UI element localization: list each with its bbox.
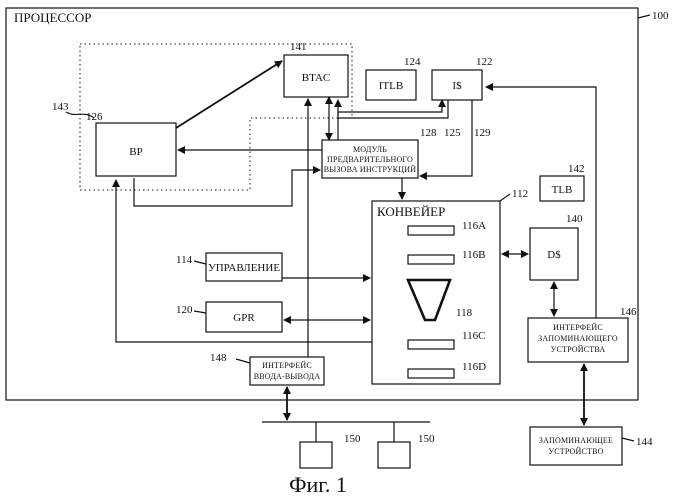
leader-processor xyxy=(638,15,650,18)
ref-pipeline: 112 xyxy=(512,188,528,200)
bp-label: BP xyxy=(129,146,142,158)
mem-iface-line3: УСТРОЙСТВА xyxy=(551,345,606,354)
itlb-label: ITLB xyxy=(379,80,403,92)
prefetch-line3: ВЫЗОВА ИНСТРУКЦИЙ xyxy=(324,165,416,174)
ref-116c: 116C xyxy=(462,330,485,342)
ref-bp: 126 xyxy=(86,111,103,123)
figure-caption: Фиг. 1 xyxy=(289,472,347,497)
processor-title: ПРОЦЕССОР xyxy=(14,10,91,25)
ref-line129: 129 xyxy=(474,127,491,139)
ref-dev2: 150 xyxy=(418,433,435,445)
ref-btac: 141 xyxy=(290,41,307,53)
icache-label: I$ xyxy=(452,80,462,92)
tlb-label: TLB xyxy=(552,184,573,196)
ref-memory: 144 xyxy=(636,436,653,448)
leader-memory xyxy=(622,438,634,441)
ref-processor: 100 xyxy=(652,10,669,22)
ref-mem-iface: 146 xyxy=(620,306,637,318)
ref-dev1: 150 xyxy=(344,433,361,445)
ref-116b: 116B xyxy=(462,249,485,261)
ref-icache: 122 xyxy=(476,56,493,68)
io-iface-line2: ВВОДА-ВЫВОДА xyxy=(254,372,321,381)
ref-118: 118 xyxy=(456,307,473,319)
ref-control: 114 xyxy=(176,254,193,266)
mem-iface-line2: ЗАПОМИНАЮЩЕГО xyxy=(538,334,618,343)
control-label: УПРАВЛЕНИЕ xyxy=(208,262,280,274)
ref-dcache: 140 xyxy=(566,213,583,225)
io-iface-line1: ИНТЕРФЕЙС xyxy=(262,361,312,370)
memory-line2: УСТРОЙСТВО xyxy=(548,447,603,456)
btac-label: BTAC xyxy=(302,72,330,84)
ref-itlb: 124 xyxy=(404,56,421,68)
ref-116a: 116A xyxy=(462,220,486,232)
ref-bp-group: 143 xyxy=(52,101,69,113)
ref-line125: 125 xyxy=(444,127,461,139)
ref-116d: 116D xyxy=(462,361,486,373)
prefetch-line2: ПРЕДВАРИТЕЛЬНОГО xyxy=(327,155,413,164)
mem-iface-line1: ИНТЕРФЕЙС xyxy=(553,323,603,332)
memory-box xyxy=(530,427,622,465)
stage-116c xyxy=(408,340,454,349)
memory-line1: ЗАПОМИНАЮЩЕЕ xyxy=(539,436,613,445)
stage-116b xyxy=(408,255,454,264)
prefetch-line1: МОДУЛЬ xyxy=(353,145,387,154)
gpr-label: GPR xyxy=(233,312,255,324)
dcache-label: D$ xyxy=(547,249,561,261)
stage-116a xyxy=(408,226,454,235)
ref-io-iface: 148 xyxy=(210,352,227,364)
device-2-box xyxy=(378,442,410,468)
device-1-box xyxy=(300,442,332,468)
stage-116d xyxy=(408,369,454,378)
ref-prefetch: 128 xyxy=(420,127,437,139)
ref-tlb: 142 xyxy=(568,163,585,175)
ref-gpr: 120 xyxy=(176,304,193,316)
pipeline-label: КОНВЕЙЕР xyxy=(377,204,445,219)
